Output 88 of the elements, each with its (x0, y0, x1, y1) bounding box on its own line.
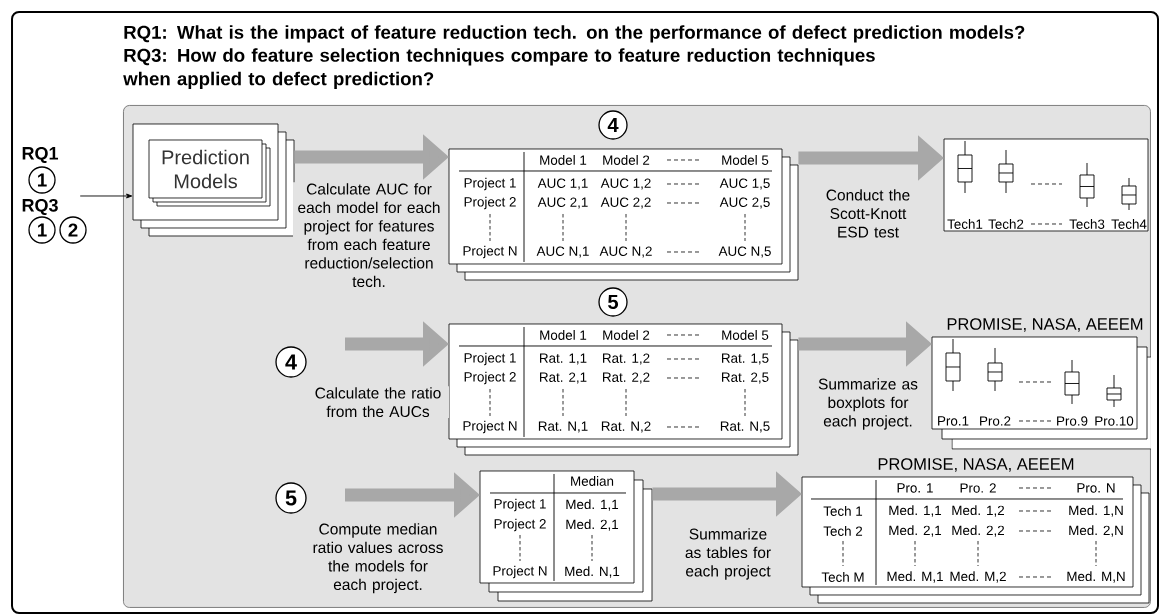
table-cell: Model 2 (603, 330, 650, 340)
table-cell: Med. 2,1 (566, 519, 619, 531)
stacked-table (448, 323, 799, 456)
dataset-heading: PROMISE, NASA, AEEEM (878, 458, 1074, 472)
dataset-heading: PROMISE, NASA, AEEEM (947, 318, 1143, 332)
table-cell: AUC 1,1 (537, 178, 588, 190)
table-cell: Rat. 2,1 (540, 372, 587, 384)
axis-label: Pro.9 (1057, 416, 1088, 426)
table-cell: AUC N,5 (718, 246, 771, 258)
table-cell: AUC 1,2 (600, 178, 651, 190)
table-cell: Project N (463, 245, 517, 259)
axis-label: Tech2 (988, 219, 1024, 229)
table-cell: Pro. 1 (897, 483, 933, 493)
table-cell: Med. N,1 (565, 566, 620, 578)
table-cell: Med. 1,2 (952, 505, 1004, 517)
question-text: RQ3: How do feature selection techniques compare to feature reduction techniques when applied to defect prediction? (123, 48, 875, 90)
table-cell: Med. M,1 (887, 571, 943, 583)
stacked-table (801, 458, 1150, 604)
table-cell: Rat. 1,2 (603, 353, 650, 365)
table-cell: Project 1 (464, 352, 516, 366)
table-cell: Model 1 (540, 330, 587, 340)
axis-label: Pro.10 (1095, 416, 1134, 426)
table-cell: AUC 2,2 (600, 197, 651, 209)
stacked-table (448, 148, 799, 281)
step-description: Summarize as tables for each project (676, 527, 780, 581)
table-cell: AUC 2,5 (719, 197, 770, 209)
table-cell: Pro. 2 (960, 483, 996, 493)
step-number: 5 (275, 482, 307, 514)
table-cell: Project 2 (464, 196, 516, 210)
stacked-table (479, 470, 653, 602)
step-number: 5 (598, 287, 628, 317)
table-cell: Rat. N,5 (720, 421, 770, 433)
boxplot-card (943, 138, 1149, 232)
step-description: Calculate AUC for each model for each project for features from each feature reduction/selection tech. (293, 182, 445, 289)
table-cell: Rat. 1,5 (722, 353, 769, 365)
table-cell: Med. 1,1 (566, 499, 619, 511)
table-cell: Rat. N,2 (601, 421, 651, 433)
table-cell: Med. 2,N (1069, 525, 1123, 537)
table-cell: AUC N,1 (536, 246, 589, 258)
axis-label: Tech4 (1111, 219, 1147, 229)
axis-label: Tech3 (1069, 219, 1105, 229)
axis-label: Tech1 (947, 219, 983, 229)
table-cell: Med. 2,1 (889, 525, 942, 537)
table-cell: Med. 2,2 (952, 525, 1004, 537)
table-cell: Project 2 (464, 371, 516, 385)
table-cell: Model 2 (603, 155, 650, 165)
table-cell: Project N (463, 420, 517, 434)
table-cell: Med. M,2 (950, 571, 1006, 583)
table-cell: Pro. N (1077, 483, 1115, 493)
step-description: Summarize as boxplots for each project. (814, 377, 922, 431)
table-cell: Med. M,N (1067, 571, 1125, 583)
table-cell: AUC 2,1 (537, 197, 588, 209)
table-cell: Project N (493, 565, 547, 579)
table-cell: Model 1 (540, 155, 587, 165)
question-text: RQ1: What is the impact of feature reduction tech. on the performance of defect prediction models? (124, 25, 1025, 43)
table-cell: Tech 2 (823, 526, 863, 536)
table-cell: AUC 1,5 (719, 178, 770, 190)
stacked-cards (148, 139, 271, 207)
table-cell: Rat. 2,5 (722, 372, 769, 384)
table-cell: Tech 1 (823, 506, 863, 516)
rq-label: RQ1 (22, 146, 59, 164)
step-description: Calculate the ratio from the AUCs (307, 386, 449, 419)
card-title: Prediction Models (162, 149, 249, 189)
step-number: 1 (28, 166, 56, 194)
table-cell: Rat. N,1 (538, 421, 588, 433)
step-description: Compute median ratio values across the models for each project. (307, 522, 449, 595)
table-cell: Project 1 (464, 177, 516, 191)
table-cell: Med. 1,N (1069, 505, 1123, 517)
step-description: Conduct the Scott-Knott ESD test (814, 188, 922, 239)
table-cell: AUC N,2 (599, 246, 652, 258)
axis-label: Pro.1 (938, 416, 969, 426)
table-cell: Rat. 1,1 (540, 353, 587, 365)
table-cell: Median (571, 476, 614, 486)
table-cell: Project 1 (494, 498, 546, 512)
table-cell: Tech M (821, 572, 864, 582)
step-number: 1 (28, 216, 56, 244)
axis-label: Pro.2 (980, 416, 1011, 426)
step-number: 4 (275, 346, 307, 378)
step-number: 4 (598, 110, 628, 140)
boxplot-card (931, 318, 1151, 450)
arrow (79, 193, 133, 199)
table-cell: Model 5 (722, 155, 769, 165)
table-cell: Project 2 (494, 518, 546, 532)
table-cell: Med. 1,1 (889, 505, 942, 517)
step-number: 2 (59, 216, 87, 244)
table-cell: Model 5 (722, 330, 769, 340)
table-cell: Rat. 2,2 (603, 372, 650, 384)
rq-label: RQ3 (22, 198, 58, 216)
